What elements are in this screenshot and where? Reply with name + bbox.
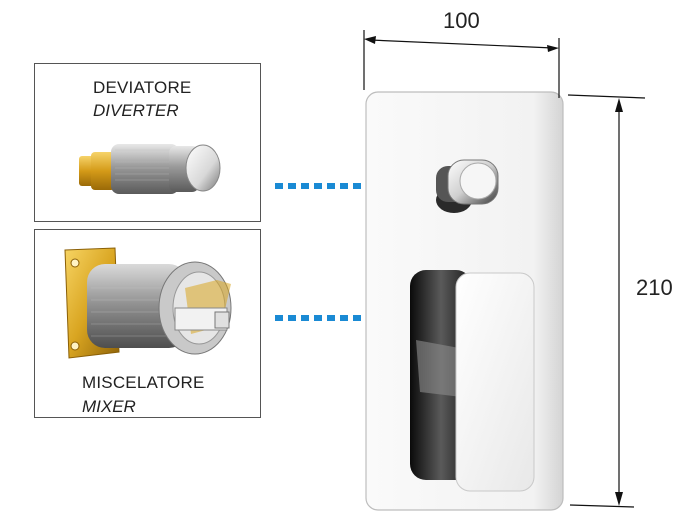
diverter-panel: DEVIATORE DIVERTER <box>34 63 261 222</box>
mixer-label-en: MIXER <box>82 397 136 416</box>
diverter-label-it: DEVIATORE <box>93 78 192 97</box>
mixer-label-it: MISCELATORE <box>82 373 205 392</box>
diverter-cartridge-image <box>79 144 221 194</box>
diverter-label-en: DIVERTER <box>93 101 179 120</box>
mixer-lever <box>410 270 535 492</box>
width-dimension <box>363 30 560 98</box>
height-dimension <box>567 94 646 508</box>
width-dimension-label: 100 <box>443 8 480 33</box>
diverter-knob <box>436 159 499 213</box>
height-dimension-label: 210 <box>636 275 673 300</box>
mixer-cartridge-image <box>64 247 232 359</box>
mixer-panel: MISCELATORE MIXER <box>34 229 261 418</box>
